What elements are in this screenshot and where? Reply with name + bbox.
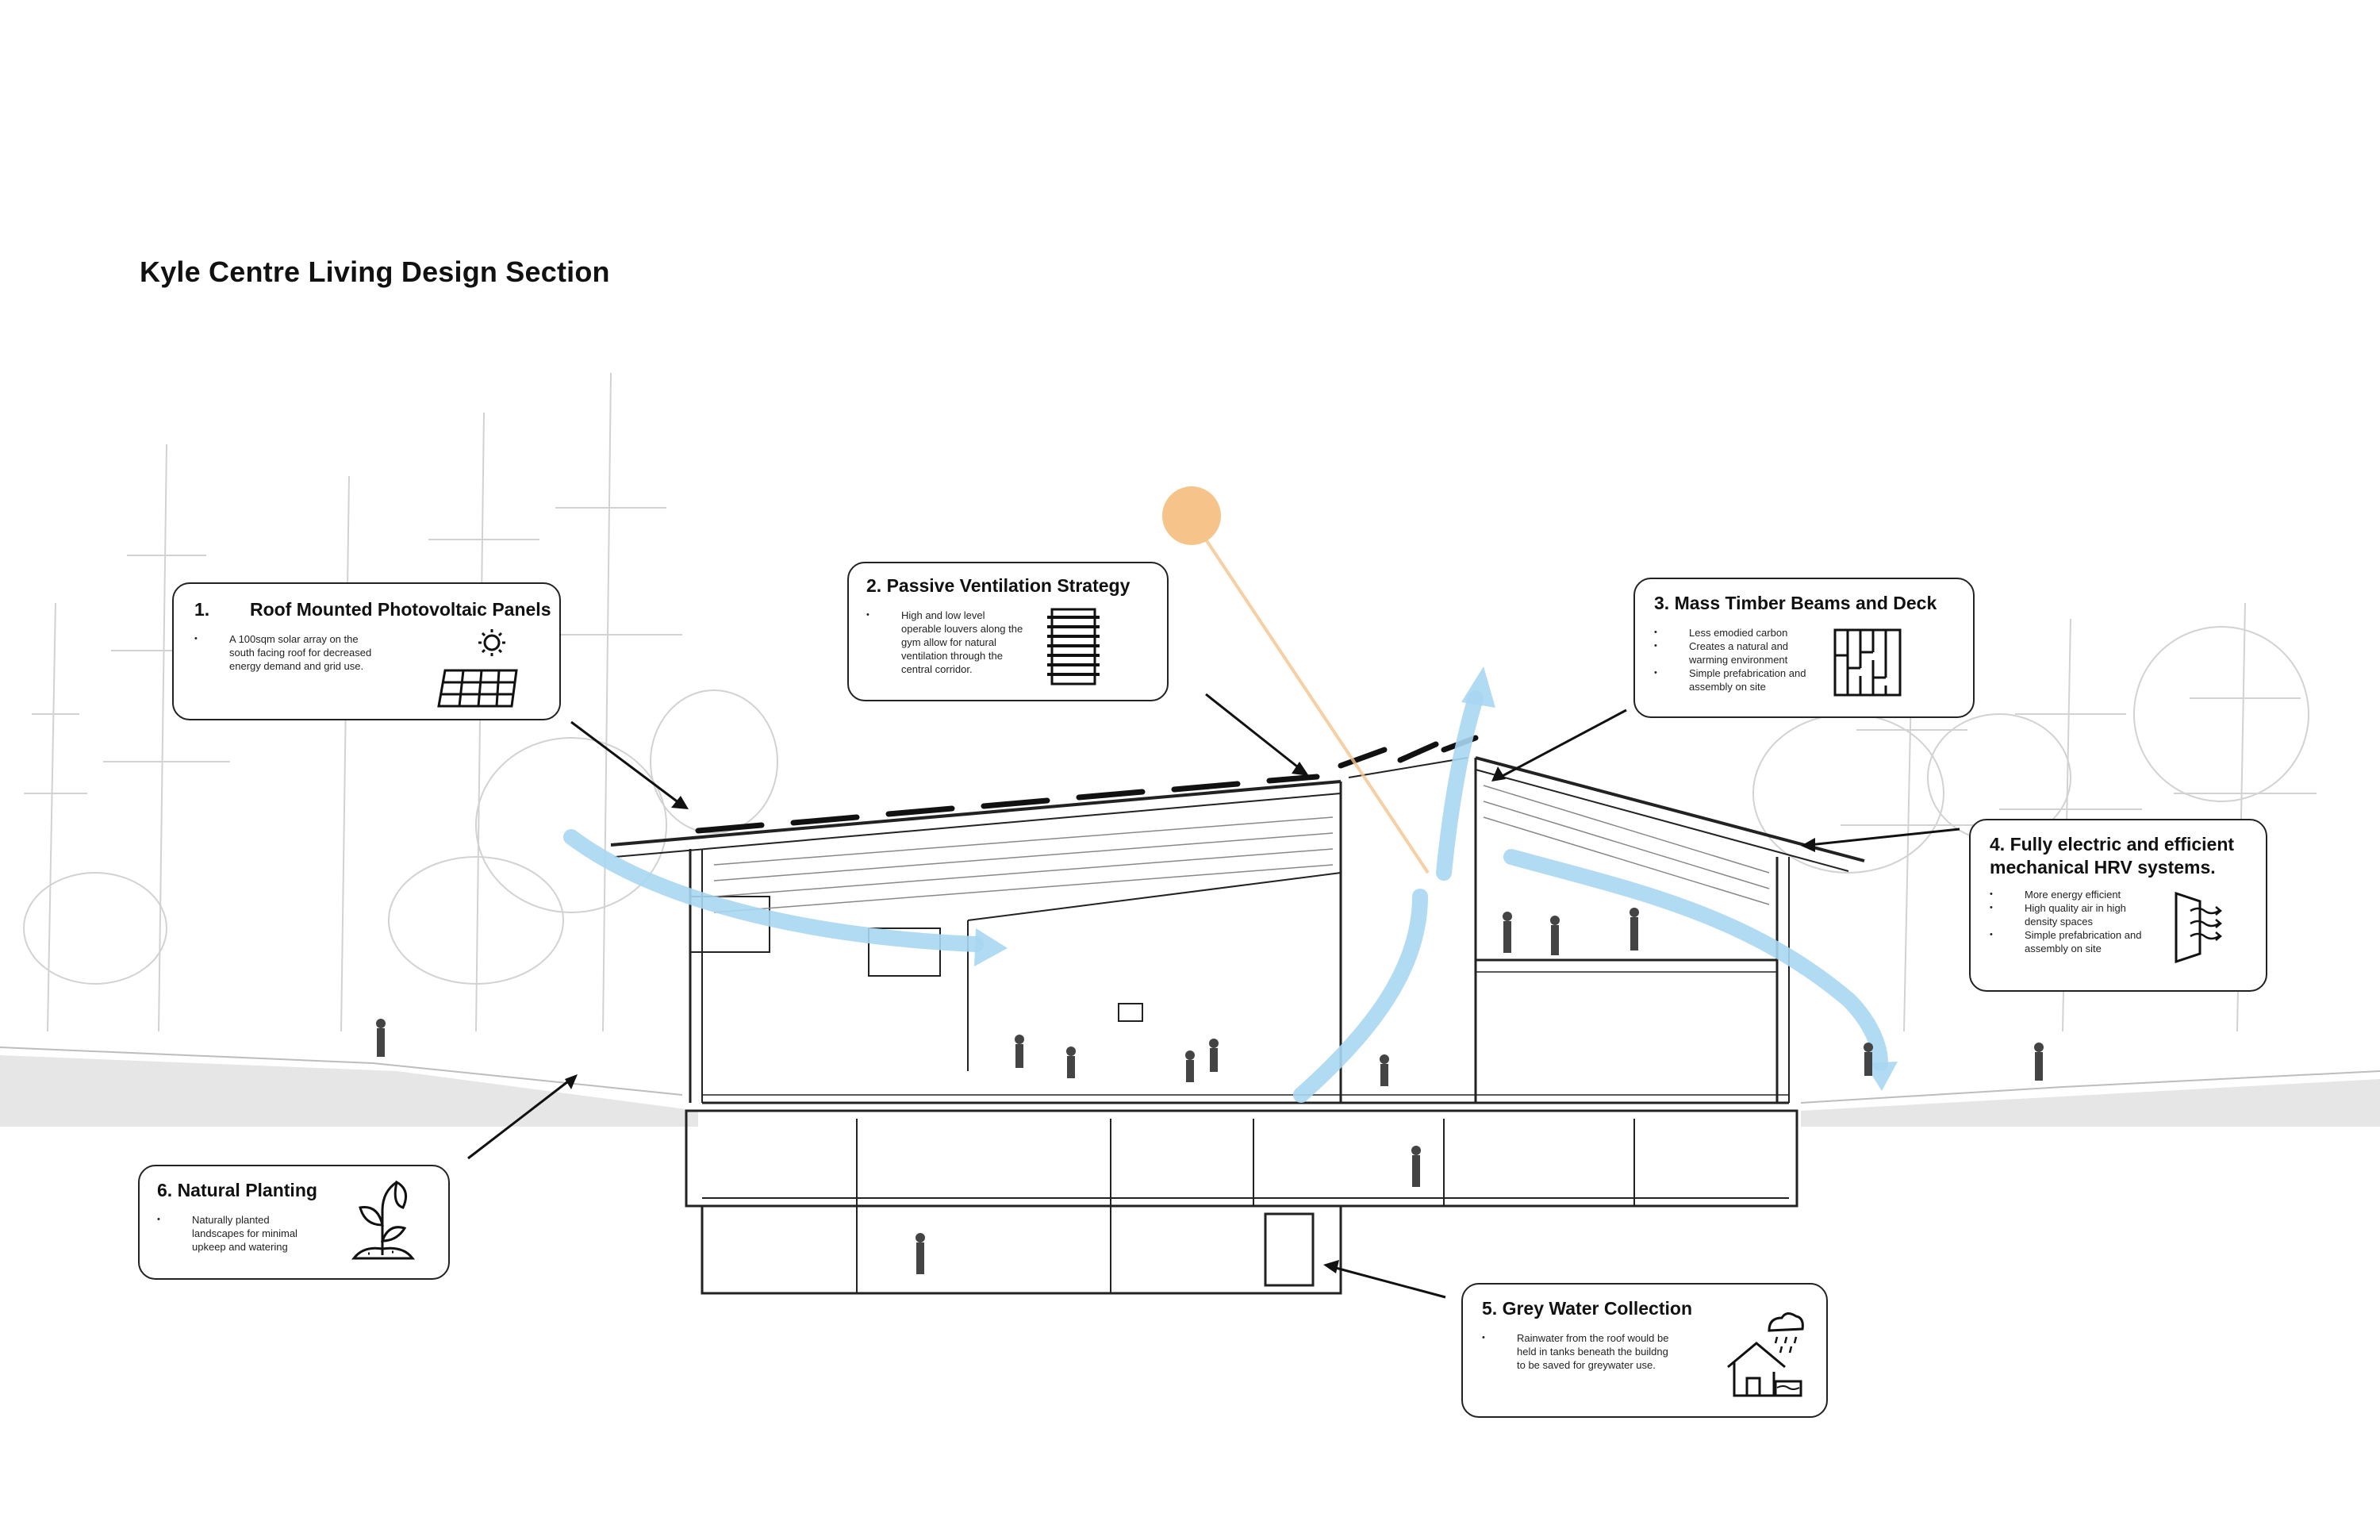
bullet-item: High and low level operable louvers alon… bbox=[866, 609, 1025, 676]
callout-mass-timber: 3. Mass Timber Beams and Deck Less emodi… bbox=[1633, 578, 1975, 718]
solar-panels bbox=[695, 735, 1479, 834]
timber-deck-icon bbox=[1833, 628, 1902, 697]
leader-lines bbox=[467, 693, 1960, 1299]
sun-icon bbox=[1162, 486, 1221, 545]
callout-heading: 6. Natural Planting bbox=[157, 1180, 317, 1200]
louver-icon bbox=[1046, 608, 1101, 687]
callout-photovoltaic: 1. Roof Mounted Photovoltaic Panels A 10… bbox=[172, 582, 561, 720]
bullet-item: Less emodied carbon bbox=[1654, 627, 1813, 640]
bullet-item: Simple prefabrication and assembly on si… bbox=[1990, 929, 2148, 956]
bullet-item: Naturally planted landscapes for minimal… bbox=[157, 1214, 316, 1254]
people bbox=[376, 908, 2044, 1274]
callout-number: 1. bbox=[194, 599, 210, 620]
bullet-item: High quality air in high density spaces bbox=[1990, 902, 2148, 929]
callout-passive-ventilation: 2. Passive Ventilation Strategy High and… bbox=[847, 562, 1169, 701]
background-trees bbox=[23, 372, 2317, 1032]
callout-heading: 4. Fully electric and efficient mechanic… bbox=[1990, 834, 2235, 878]
ground bbox=[0, 1055, 2380, 1127]
callout-grey-water: 5. Grey Water Collection Rainwater from … bbox=[1461, 1283, 1828, 1418]
callout-bullets: Naturally planted landscapes for minimal… bbox=[157, 1214, 316, 1254]
callout-heading: 2. Passive Ventilation Strategy bbox=[866, 575, 1130, 596]
callout-heading: 3. Mass Timber Beams and Deck bbox=[1654, 593, 1937, 613]
callout-bullets: Less emodied carbon Creates a natural an… bbox=[1654, 627, 1813, 693]
callout-heading-text: Roof Mounted Photovoltaic Panels bbox=[249, 599, 551, 620]
sprout-icon bbox=[347, 1176, 419, 1263]
bullet-item: A 100sqm solar array on the south facing… bbox=[194, 633, 385, 674]
callout-heading: 1. Roof Mounted Photovoltaic Panels bbox=[194, 598, 551, 621]
diagram-title: Kyle Centre Living Design Section bbox=[140, 255, 610, 288]
hrv-icon bbox=[2173, 892, 2228, 963]
solar-panel-icon bbox=[434, 627, 521, 714]
callout-bullets: High and low level operable louvers alon… bbox=[866, 609, 1025, 676]
sun-ray bbox=[1204, 538, 1430, 874]
arrowheads bbox=[565, 762, 1815, 1273]
bullet-item: More energy efficient bbox=[1990, 889, 2148, 902]
bullet-item: Rainwater from the roof would be held in… bbox=[1482, 1332, 1672, 1373]
callout-natural-planting: 6. Natural Planting Naturally planted la… bbox=[138, 1165, 450, 1280]
callout-hrv-systems: 4. Fully electric and efficient mechanic… bbox=[1969, 819, 2267, 992]
bullet-item: Creates a natural and warming environmen… bbox=[1654, 640, 1813, 667]
rain-house-icon bbox=[1725, 1308, 1804, 1400]
callout-bullets: A 100sqm solar array on the south facing… bbox=[194, 633, 385, 674]
callout-bullets: More energy efficient High quality air i… bbox=[1990, 889, 2148, 955]
airflow-arrows bbox=[563, 690, 1888, 1103]
bullet-item: Simple prefabrication and assembly on si… bbox=[1654, 667, 1813, 694]
callout-heading: 5. Grey Water Collection bbox=[1482, 1298, 1692, 1319]
building-section bbox=[610, 756, 1865, 1295]
callout-bullets: Rainwater from the roof would be held in… bbox=[1482, 1332, 1672, 1373]
